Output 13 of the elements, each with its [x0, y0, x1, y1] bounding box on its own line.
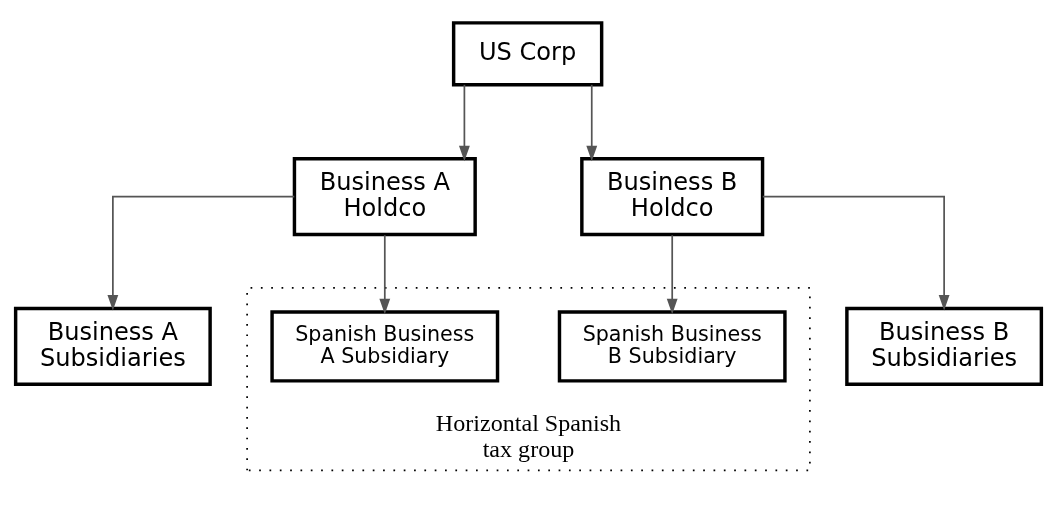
- node-box: Business B Subsidiaries: [845, 306, 1044, 386]
- arrow: [379, 233, 391, 314]
- arrow: [586, 83, 598, 161]
- node-box: Spanish Business A Subsidiary: [270, 309, 500, 383]
- node-box: Spanish Business B Subsidiary: [557, 309, 787, 383]
- node-box: US Corp: [451, 20, 604, 87]
- arrow: [666, 233, 678, 314]
- arrow: [107, 195, 296, 310]
- arrow: [761, 195, 950, 310]
- node-box: Business A Subsidiaries: [13, 306, 212, 386]
- node-box: Business B Holdco: [580, 156, 765, 236]
- arrow: [458, 83, 470, 161]
- node-box: Business A Holdco: [292, 156, 477, 236]
